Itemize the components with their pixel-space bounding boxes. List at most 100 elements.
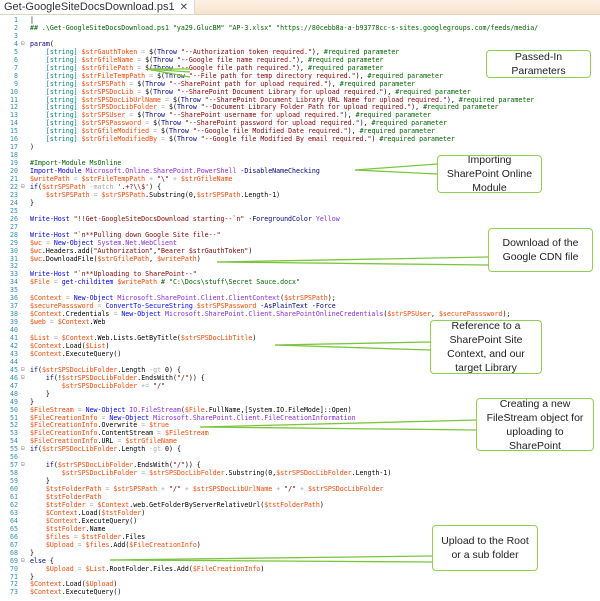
tab-script-file[interactable]: Get-GoogleSiteDocsDownload.ps1✕: [0, 0, 195, 14]
line-number: 63: [10, 508, 18, 517]
code-line[interactable]: 18: [0, 151, 600, 159]
code-text: [string] $strGfilePath = $(Throw "--Goog…: [45, 63, 384, 72]
code-line[interactable]: 71}: [0, 573, 600, 581]
code-text: }: [30, 389, 50, 398]
code-line[interactable]: 41$List = $Context.Web.Lists.GetByTitle(…: [0, 334, 600, 342]
code-line[interactable]: 38$Context.Credentials = New-Object Micr…: [0, 310, 600, 318]
code-line[interactable]: 43$Context.ExecuteQuery(): [0, 350, 600, 358]
code-line[interactable]: 70 $Upload = $List.RootFolder.Files.Add(…: [0, 565, 600, 573]
code-line[interactable]: 53$FileCreationInfo.ContentStream = $Fil…: [0, 429, 600, 437]
fold-toggle-icon[interactable]: ⊟: [21, 373, 25, 381]
code-line[interactable]: 69⊟else {: [0, 557, 600, 565]
code-line[interactable]: 3: [0, 32, 600, 40]
code-line[interactable]: 40: [0, 326, 600, 334]
code-text: [string] $strGfileModified = $(Throw "--…: [45, 127, 436, 136]
code-line[interactable]: 47 $strSPSDocLibFolder += "/": [0, 382, 600, 390]
fold-toggle-icon[interactable]: ⊟: [21, 365, 25, 373]
code-line[interactable]: 27: [0, 223, 600, 231]
code-editor[interactable]: 1|2## .\Get-GoogleSiteDocsDownload.ps1 "…: [0, 16, 600, 601]
code-line[interactable]: 45⊟if($strSPSDocLibFolder.Length -gt 0) …: [0, 366, 600, 374]
code-line[interactable]: 48 }: [0, 390, 600, 398]
fold-toggle-icon[interactable]: ⊟: [21, 461, 25, 469]
code-line[interactable]: 6 [string] $strGfileName = $(Throw "--Go…: [0, 56, 600, 64]
code-line[interactable]: 17): [0, 143, 600, 151]
code-line[interactable]: 67 $Upload = $files.Add($FileCreationInf…: [0, 541, 600, 549]
code-line[interactable]: 1|: [0, 16, 600, 24]
code-text: $tstFolder.Name: [45, 524, 106, 533]
code-line[interactable]: 58 $strSPSDocLibFolder = $strSPSDocLibFo…: [0, 469, 600, 477]
code-line[interactable]: 22⊟if($strSPSPath -match '.+?\\$') {: [0, 183, 600, 191]
code-line[interactable]: 31$wc.DownloadFile($strGfilePath, $write…: [0, 255, 600, 263]
code-line[interactable]: 25: [0, 207, 600, 215]
code-line[interactable]: 37$securePasssword = ConvertTo-SecureStr…: [0, 302, 600, 310]
code-line[interactable]: 4⊟param(: [0, 40, 600, 48]
code-line[interactable]: 15 [string] $strGfileModified = $(Throw …: [0, 127, 600, 135]
code-line[interactable]: 60 $tstFolderPath = $strSPSPath + "/" + …: [0, 485, 600, 493]
code-line[interactable]: 14 [string] $strSPSPassword = $(Throw "-…: [0, 119, 600, 127]
code-line[interactable]: 64 $Context.ExecuteQuery(): [0, 517, 600, 525]
line-number: 7: [14, 63, 18, 72]
code-text: $writePath = $strFileTempPath + "\" + $s…: [30, 175, 233, 183]
code-line[interactable]: 59 }: [0, 477, 600, 485]
code-line[interactable]: 65 $tstFolder.Name: [0, 525, 600, 533]
code-line[interactable]: 30$wc.Headers.add("Authorization","Beare…: [0, 247, 600, 255]
fold-toggle-icon[interactable]: ⊟: [21, 445, 25, 453]
code-line[interactable]: 55⊟if($strSPSDocLibFolder.Length -gt 0) …: [0, 445, 600, 453]
code-line[interactable]: 52$FileCreationInfo.Overwrite = $true: [0, 421, 600, 429]
close-icon[interactable]: ✕: [179, 2, 188, 13]
line-number: 42: [10, 341, 18, 350]
code-line[interactable]: 42$Context.Load($List): [0, 342, 600, 350]
code-text: $wc.Headers.add("Authorization","Bearer …: [30, 246, 253, 255]
code-line[interactable]: 11 [string] $strSPSDocLibUrlName = $(Thr…: [0, 96, 600, 104]
code-line[interactable]: 66 $files = $tstFolder.Files: [0, 533, 600, 541]
code-line[interactable]: 10 [string] $strSPSDocLib = $(Throw "--S…: [0, 88, 600, 96]
code-line[interactable]: 57⊟ if($strSPSDocLibFolder.EndsWith("/")…: [0, 461, 600, 469]
code-line[interactable]: 61 $tstFolderPath: [0, 493, 600, 501]
code-line[interactable]: 54$FileCreationInfo.URL = $strGfileName: [0, 437, 600, 445]
code-line[interactable]: 39$web = $Context.Web: [0, 318, 600, 326]
code-text: $Upload = $files.Add($FileCreationInfo): [45, 540, 201, 549]
code-line[interactable]: 50$FileStream = New-Object IO.FileStream…: [0, 406, 600, 414]
code-line[interactable]: 5 [string] $strGauthToken = $(Throw "--A…: [0, 48, 600, 56]
fold-toggle-icon[interactable]: ⊟: [21, 39, 25, 47]
fold-toggle-icon[interactable]: ⊟: [21, 182, 25, 190]
code-line[interactable]: 12 [string] $strSPSDocLibFolder = $(Thro…: [0, 103, 600, 111]
code-line[interactable]: 23 $strSPSPath = $strSPSPath.Substring(0…: [0, 191, 600, 199]
code-line[interactable]: 56: [0, 453, 600, 461]
line-number: 37: [10, 302, 18, 311]
code-line[interactable]: 36$Context = New-Object Microsoft.ShareP…: [0, 294, 600, 302]
code-text: param(: [30, 39, 54, 48]
code-line[interactable]: 9 [string] $strSPSPath = $(Throw "--Shar…: [0, 80, 600, 88]
code-line[interactable]: 7 [string] $strGfilePath = $(Throw "--Go…: [0, 64, 600, 72]
line-number: 6: [14, 55, 18, 64]
code-line[interactable]: 32: [0, 262, 600, 270]
code-line[interactable]: 72$Context.Load($Upload): [0, 580, 600, 588]
code-line[interactable]: 29$wc = New-Object System.Net.WebClient: [0, 239, 600, 247]
line-number: 71: [10, 572, 18, 581]
code-line[interactable]: 34$File = get-childitem $writePath # "C:…: [0, 278, 600, 286]
code-line[interactable]: 51$FileCreationInfo = New-Object Microso…: [0, 414, 600, 422]
code-line[interactable]: 16 [string] $strGfileModifiedBy = $(Thro…: [0, 135, 600, 143]
line-number: 38: [10, 310, 18, 319]
fold-toggle-icon[interactable]: ⊟: [21, 556, 25, 564]
code-line[interactable]: 24}: [0, 199, 600, 207]
code-line[interactable]: 49}: [0, 398, 600, 406]
code-line[interactable]: 13 [string] $strSPSUser = $(Throw "--Sha…: [0, 111, 600, 119]
code-line[interactable]: 68}: [0, 549, 600, 557]
code-line[interactable]: 63 $Context.Load($tstFolder): [0, 509, 600, 517]
code-line[interactable]: 44: [0, 358, 600, 366]
code-line[interactable]: 21$writePath = $strFileTempPath + "\" + …: [0, 175, 600, 183]
line-number: 59: [10, 477, 18, 486]
code-text: }: [30, 572, 34, 581]
code-line[interactable]: 19#Import-Module MsOnline: [0, 159, 600, 167]
code-line[interactable]: 62 $tstFolder = $Context.web.GetFolderBy…: [0, 501, 600, 509]
code-line[interactable]: 35: [0, 286, 600, 294]
code-line[interactable]: 2## .\Get-GoogleSiteDocsDownload.ps1 "ya…: [0, 24, 600, 32]
code-line[interactable]: 73$Context.ExecuteQuery(): [0, 588, 600, 596]
code-line[interactable]: 46⊟ if(!$strSPSDocLibFolder.EndsWith("/"…: [0, 374, 600, 382]
code-text: [string] $strSPSPassword = $(Throw "--Sh…: [45, 119, 447, 128]
